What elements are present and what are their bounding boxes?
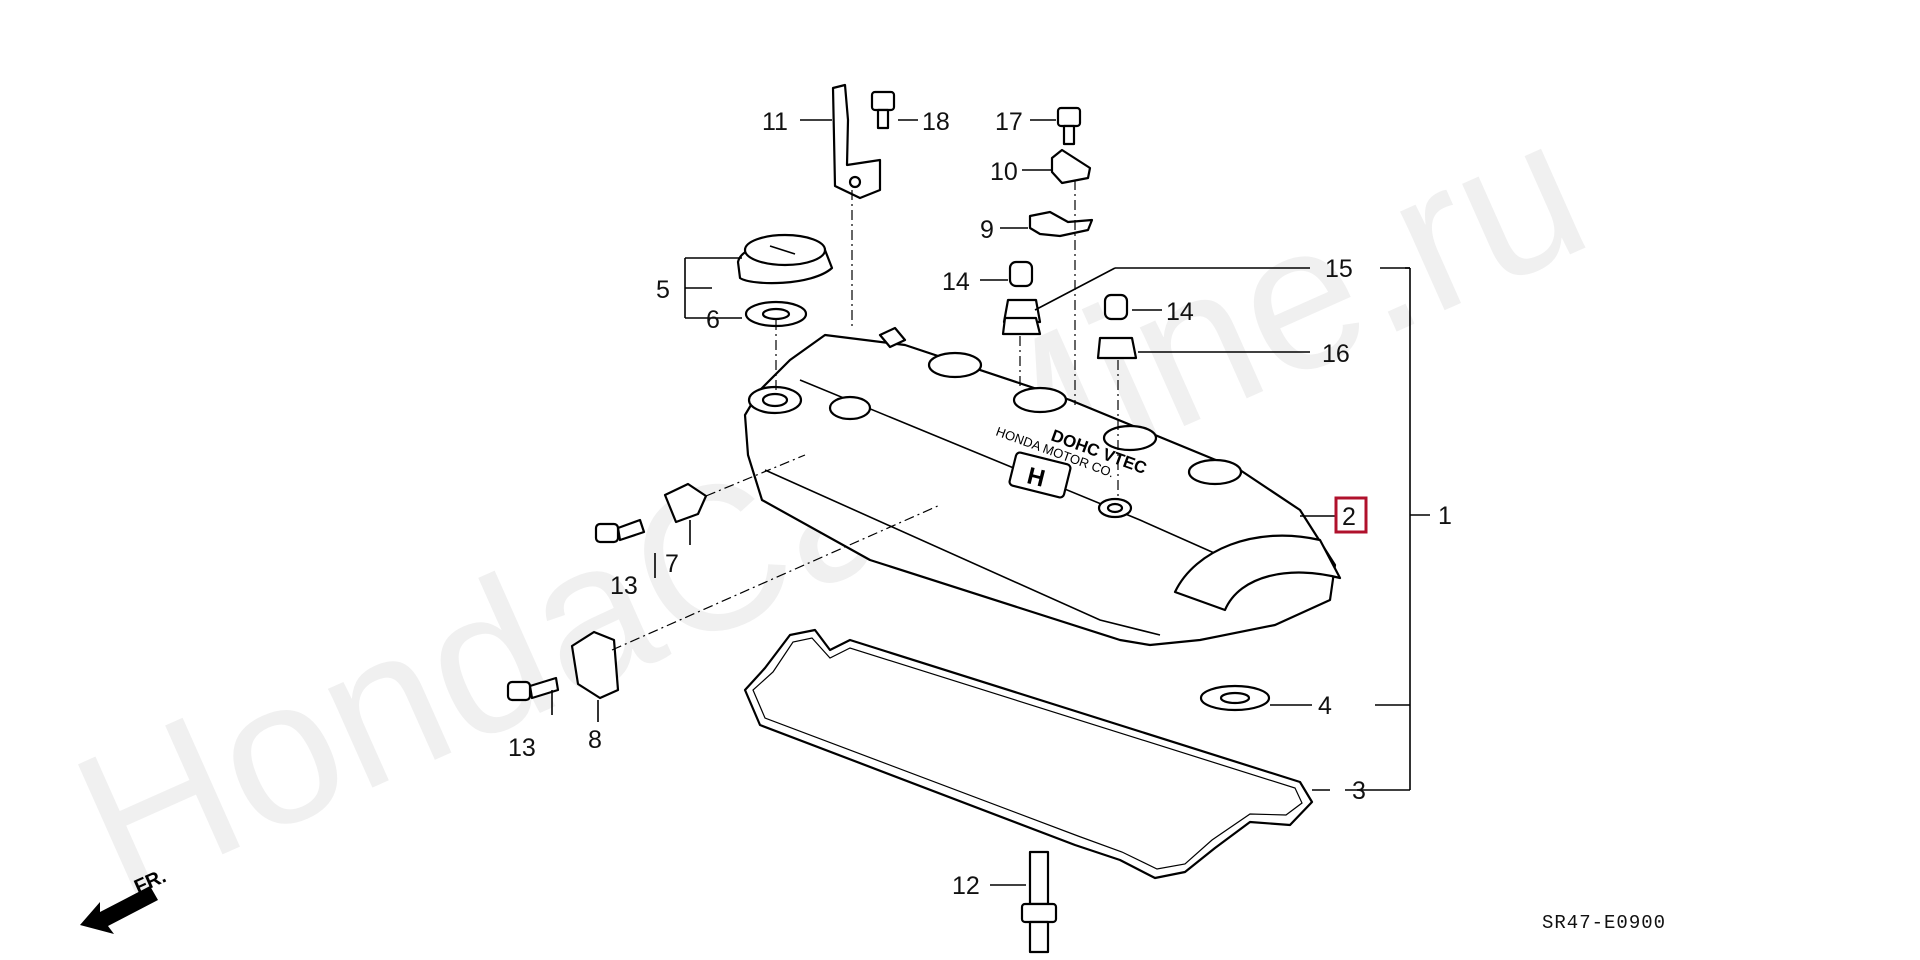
callout-15: 15 [1325,255,1353,283]
diagram-code: SR47-E0900 [1542,912,1666,934]
callout-1: 1 [1438,502,1452,530]
clamp-9[interactable] [1028,210,1094,238]
stud-bolt-12[interactable] [1020,850,1058,954]
seal-washer-4[interactable] [1199,684,1271,712]
bolt-17[interactable] [1056,106,1082,146]
callout-17: 17 [995,108,1023,136]
callout-2-highlight-box [1334,496,1368,534]
callout-14-right: 14 [1166,298,1194,326]
callout-labels: 11 18 17 10 9 14 14 15 16 5 6 1 4 3 7 13… [508,108,1452,900]
cylinder-head-cover[interactable]: H DOHC VTEC HONDA MOTOR CO. [743,326,1342,647]
leader-lines [551,119,1430,886]
callout-13-lower: 13 [508,734,536,762]
callout-5: 5 [656,276,670,304]
callout-14-left: 14 [942,268,970,296]
clamp-8[interactable] [570,630,620,700]
cap-nut-14-left[interactable] [1002,260,1042,324]
grommet-16-left[interactable] [1001,316,1042,336]
grommet-16-right[interactable] [1096,336,1138,360]
callout-16: 16 [1322,340,1350,368]
callout-10: 10 [990,158,1018,186]
bracket-11[interactable] [831,83,882,200]
callout-13-upper: 13 [610,572,638,600]
callout-18: 18 [922,108,950,136]
bolt-13-upper[interactable] [594,518,646,544]
callout-6: 6 [706,306,720,334]
clamp-7[interactable] [663,482,708,524]
callout-8: 8 [588,726,602,754]
oil-filler-cap[interactable] [736,233,834,285]
bolt-13-lower[interactable] [506,676,560,702]
stay-10[interactable] [1050,148,1092,185]
callout-7: 7 [665,550,679,578]
callout-2: 2 [1342,503,1356,531]
callout-12: 12 [952,872,980,900]
callout-9: 9 [980,216,994,244]
callout-3: 3 [1352,777,1366,805]
bolt-18[interactable] [870,90,896,130]
head-cover-gasket[interactable] [743,628,1314,880]
honda-h-emblem: H [1024,462,1047,492]
callout-4: 4 [1318,692,1332,720]
cap-nut-14-right[interactable] [1103,293,1129,321]
callout-11: 11 [762,108,788,136]
